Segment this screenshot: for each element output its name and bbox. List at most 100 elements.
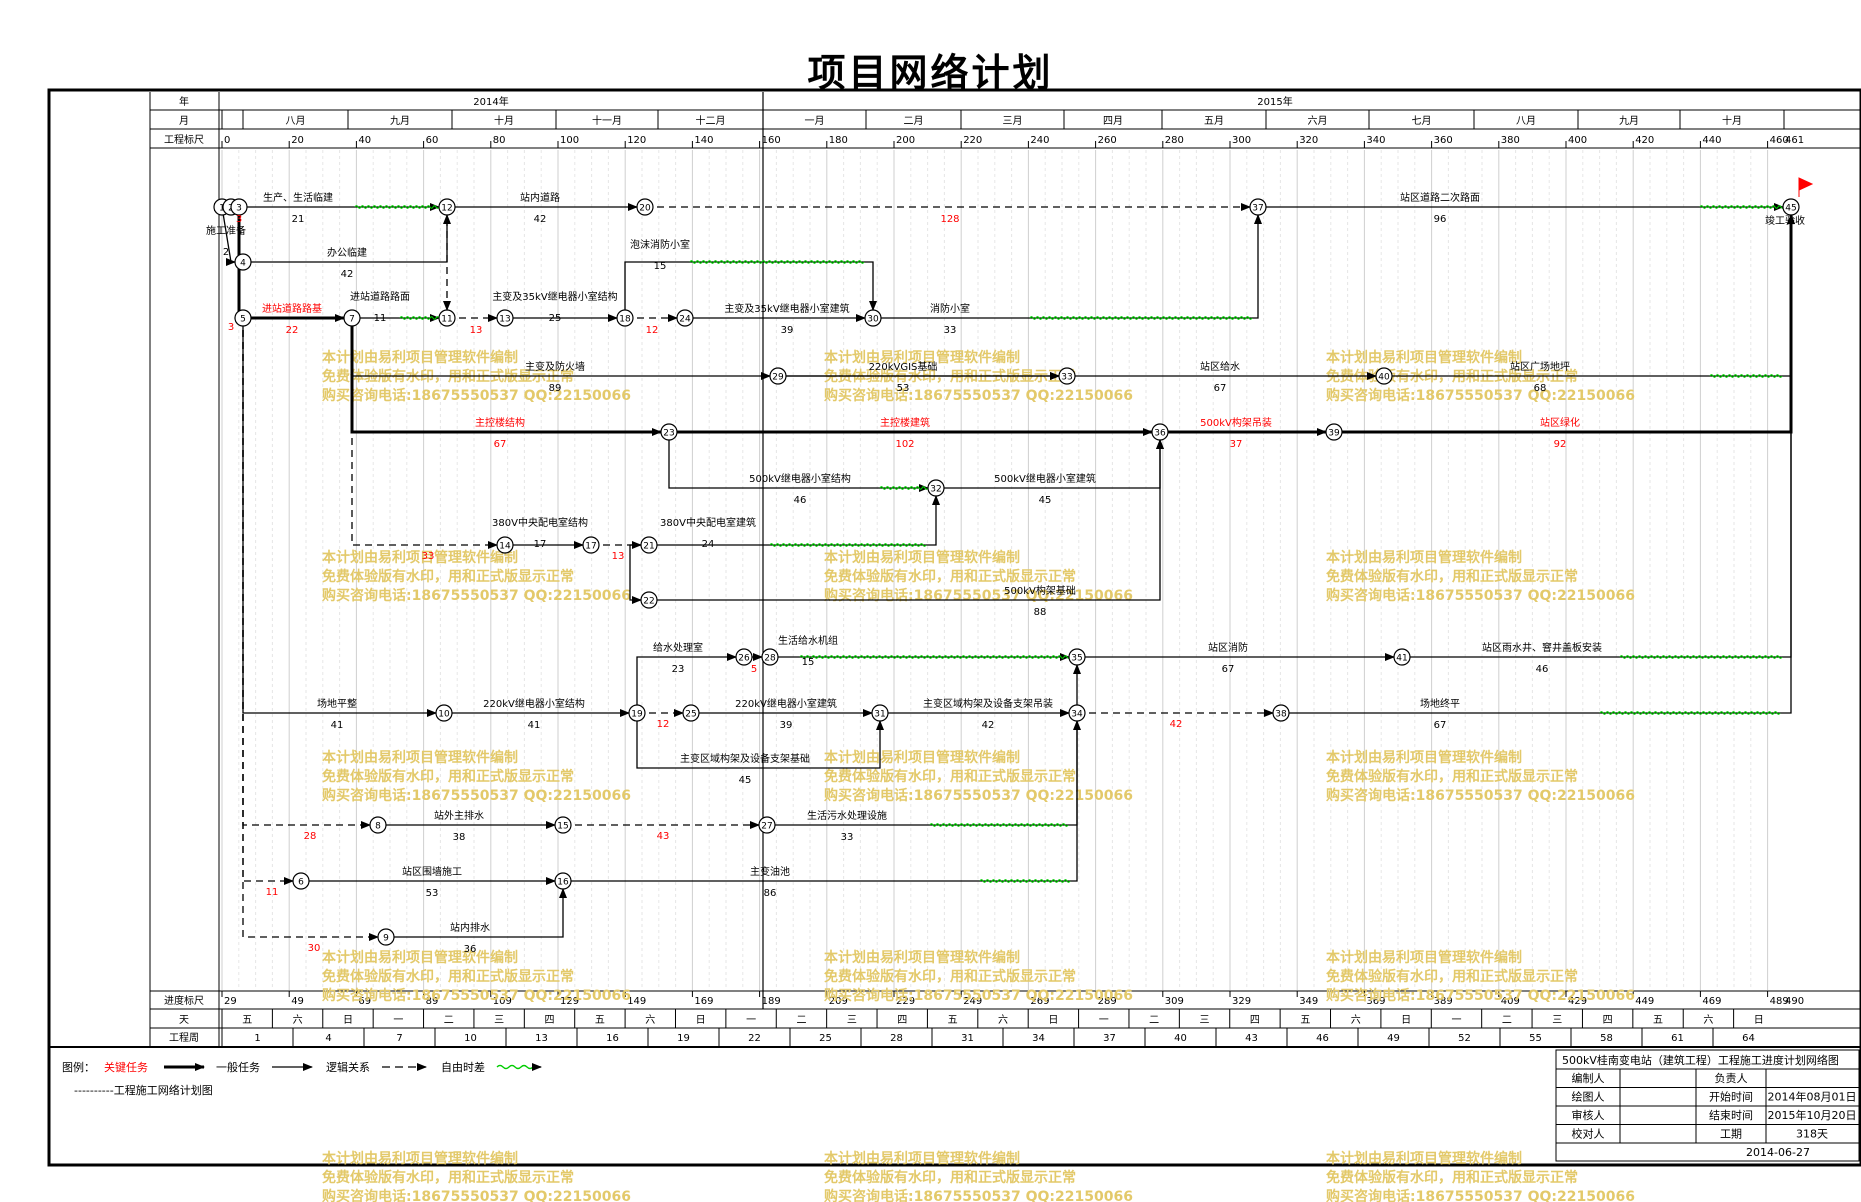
task-name: 220kVGIS基础 bbox=[869, 360, 938, 373]
node-label: 35 bbox=[1071, 654, 1082, 664]
task-name: 主变及35kV继电器小室结构 bbox=[492, 290, 617, 303]
week-cell: 40 bbox=[1174, 1033, 1187, 1044]
tb-label: 负责人 bbox=[1715, 1071, 1748, 1085]
task-duration: 21 bbox=[292, 214, 305, 225]
watermark-line: 购买咨询电话:18675550537 QQ:22150066 bbox=[322, 987, 631, 1004]
float-value: 12 bbox=[657, 719, 670, 730]
watermark-line: 本计划由易利项目管理软件编制 bbox=[1326, 1150, 1522, 1167]
float-value: 30 bbox=[308, 943, 321, 954]
scale-tick: 80 bbox=[493, 135, 506, 146]
node-label: 31 bbox=[874, 710, 885, 720]
watermark-line: 购买咨询电话:18675550537 QQ:22150066 bbox=[322, 587, 631, 604]
row-label-year: 年 bbox=[179, 95, 189, 108]
node: 10 bbox=[435, 704, 453, 722]
node: 16 bbox=[554, 872, 572, 890]
task-duration: 88 bbox=[1034, 607, 1047, 618]
weekday-cell: 四 bbox=[1250, 1015, 1260, 1026]
scale-tick: 180 bbox=[829, 135, 848, 146]
node: 26 bbox=[735, 648, 753, 666]
watermark-line: 免费体验版有水印，用和正式版显示正常 bbox=[322, 568, 574, 585]
watermark-line: 购买咨询电话:18675550537 QQ:22150066 bbox=[1326, 587, 1635, 604]
float-line bbox=[1029, 316, 1253, 320]
doc-date: 2014-06-27 bbox=[1746, 1146, 1810, 1159]
month-13: 八月 bbox=[1516, 115, 1536, 127]
float-value: 3 bbox=[228, 322, 234, 333]
weekday-cell: 一 bbox=[1099, 1015, 1109, 1026]
weekday-cell: 二 bbox=[1502, 1015, 1512, 1026]
scale-tick: 120 bbox=[627, 135, 646, 146]
node: 4 bbox=[234, 253, 252, 271]
network-edge bbox=[563, 720, 1081, 882]
watermark-line: 本计划由易利项目管理软件编制 bbox=[1326, 949, 1522, 966]
node-label: 13 bbox=[499, 315, 510, 325]
legend-float-line bbox=[496, 1064, 534, 1070]
task-duration: 46 bbox=[1536, 664, 1549, 675]
task-name: 进站道路路基 bbox=[262, 302, 322, 315]
node: 39 bbox=[1325, 423, 1343, 441]
scale-tick: 260 bbox=[1098, 135, 1117, 146]
legend-label: 图例： bbox=[62, 1060, 95, 1074]
week-cell: 46 bbox=[1316, 1033, 1329, 1044]
progress-tick: 209 bbox=[829, 996, 848, 1007]
node: 13 bbox=[496, 309, 514, 327]
task-duration: 53 bbox=[897, 383, 910, 394]
node-label: 39 bbox=[1328, 429, 1340, 439]
watermark-line: 本计划由易利项目管理软件编制 bbox=[322, 1150, 518, 1167]
watermark-line: 购买咨询电话:18675550537 QQ:22150066 bbox=[824, 387, 1133, 404]
week-cell: 64 bbox=[1742, 1033, 1755, 1044]
node-label: 10 bbox=[438, 710, 450, 720]
watermark-line: 购买咨询电话:18675550537 QQ:22150066 bbox=[824, 787, 1133, 804]
task-duration: 45 bbox=[1039, 495, 1052, 506]
month-15: 十月 bbox=[1722, 114, 1742, 127]
float-line bbox=[799, 655, 1071, 659]
task-name: 站内排水 bbox=[450, 921, 490, 934]
progress-tick: 229 bbox=[896, 996, 915, 1007]
network-edge bbox=[221, 206, 236, 266]
month-1: 八月 bbox=[286, 115, 306, 127]
node: 28 bbox=[761, 648, 779, 666]
month-3: 十月 bbox=[494, 114, 514, 127]
network: 1234567891011121314151617181920212223242… bbox=[206, 177, 1814, 955]
node: 3 bbox=[230, 198, 248, 216]
task-duration: 2 bbox=[223, 247, 229, 258]
float-line bbox=[1599, 711, 1781, 715]
progress-tick: 149 bbox=[627, 996, 646, 1007]
task-name: 泡沫消防小室 bbox=[630, 238, 690, 251]
weekday-cell: 五 bbox=[242, 1015, 252, 1026]
task-duration: 39 bbox=[781, 325, 794, 336]
weekday-cell: 一 bbox=[1451, 1015, 1461, 1026]
watermark-line: 购买咨询电话:18675550537 QQ:22150066 bbox=[1326, 1188, 1635, 1202]
task-duration: 53 bbox=[426, 888, 439, 899]
watermark-line: 本计划由易利项目管理软件编制 bbox=[824, 749, 1020, 766]
node-label: 33 bbox=[1061, 373, 1072, 383]
year-2015: 2015年 bbox=[1257, 95, 1292, 108]
task-name: 主变及防火墙 bbox=[525, 360, 585, 373]
tb-value: 2014年08月01日 bbox=[1768, 1090, 1857, 1104]
node-label: 24 bbox=[679, 315, 691, 325]
watermark-line: 本计划由易利项目管理软件编制 bbox=[322, 749, 518, 766]
node: 40 bbox=[1375, 367, 1393, 385]
node-label: 15 bbox=[557, 822, 568, 832]
float-value: 5 bbox=[751, 664, 757, 675]
task-name: 220kV继电器小室结构 bbox=[483, 697, 585, 710]
weekday-cell: 四 bbox=[897, 1015, 907, 1026]
month-8: 三月 bbox=[1003, 115, 1023, 127]
week-cell: 52 bbox=[1458, 1033, 1471, 1044]
task-name: 生活给水机组 bbox=[778, 634, 838, 647]
progress-tick: 49 bbox=[291, 996, 304, 1007]
float-value: 28 bbox=[304, 831, 317, 842]
network-edge bbox=[242, 318, 437, 717]
scale-tick: 300 bbox=[1232, 135, 1251, 146]
node-label: 18 bbox=[619, 315, 631, 325]
watermark-line: 本计划由易利项目管理软件编制 bbox=[1326, 549, 1522, 566]
scale-end: 461 bbox=[1785, 135, 1804, 146]
network-edge bbox=[668, 432, 929, 492]
task-name: 生产、生活临建 bbox=[263, 191, 333, 204]
network-edge bbox=[242, 318, 294, 885]
node: 38 bbox=[1272, 704, 1290, 722]
weekday-cell: 六 bbox=[293, 1014, 303, 1026]
task-duration: 36 bbox=[464, 944, 477, 955]
weekday-cell: 二 bbox=[1149, 1015, 1159, 1026]
node: 20 bbox=[636, 198, 654, 216]
